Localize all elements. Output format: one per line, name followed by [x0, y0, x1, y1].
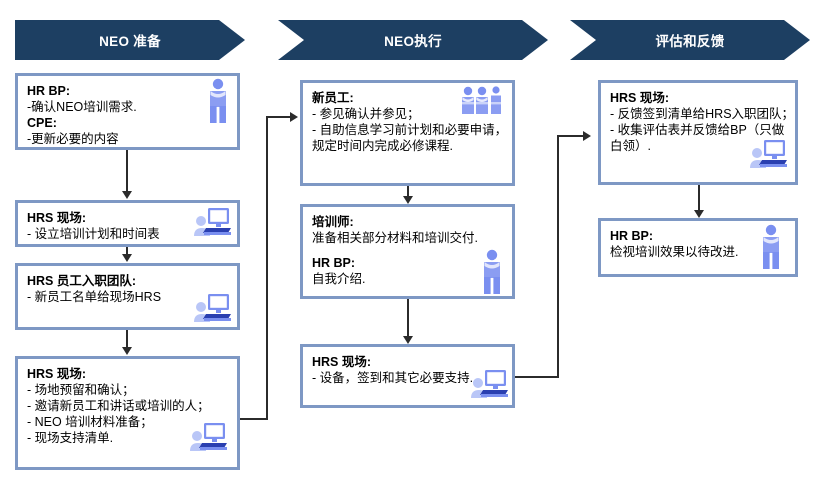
phase-banner-feedback-label: 评估和反馈	[655, 34, 725, 49]
prep-4-line-3: - NEO 培训材料准备；	[27, 415, 153, 429]
prep-4-line-0: HRS 现场:	[27, 367, 87, 381]
connector-prep2-to-prep3-arrowhead	[122, 254, 132, 262]
prep-4-line-4: - 现场支持清单.	[27, 431, 114, 445]
fb-1-line-2: - 收集评估表并反馈给BP（只做	[610, 123, 785, 137]
fb-1-line-3: 白领）.	[610, 139, 651, 153]
connector-prep4-to-exec1-h1	[240, 418, 268, 420]
prep-2-line-0: HRS 现场:	[27, 211, 87, 225]
exec-2-line-1: 准备相关部分材料和培训交付.	[312, 231, 478, 245]
connector-exec3-to-fb1-arrowhead	[583, 131, 591, 141]
exec-3-line-1: - 设备，签到和其它必要支持.	[312, 371, 474, 385]
connector-exec2-to-exec3	[407, 299, 409, 337]
prep-4-line-2: - 邀请新员工和讲话或培训的人；	[27, 399, 210, 413]
process-box-exec-3[interactable]: HRS 现场: - 设备，签到和其它必要支持.	[300, 344, 515, 408]
exec-2-spacer	[312, 246, 503, 255]
connector-exec1-to-exec2	[407, 186, 409, 197]
exec-2-line-3: HR BP:	[312, 256, 356, 270]
connector-prep1-to-prep2-arrowhead	[122, 191, 132, 199]
connector-exec1-to-exec2-arrowhead	[403, 196, 413, 204]
exec-1-line-3: 规定时间内完成必修课程.	[312, 139, 453, 153]
connector-prep1-to-prep2	[126, 150, 128, 192]
process-box-exec-1[interactable]: 新员工: - 参见确认并参见； - 自助信息学习前计划和必要申请， 规定时间内完…	[300, 80, 515, 186]
exec-1-line-1: - 参见确认并参见；	[312, 107, 420, 121]
prep-3-line-1: - 新员工名单给现场HRS	[27, 290, 162, 304]
prep-1-line-0: HR BP:	[27, 84, 71, 98]
connector-exec3-to-fb1-v	[557, 135, 559, 377]
prep-1-line-2: CPE:	[27, 116, 57, 130]
phase-banner-prep-label: NEO 准备	[99, 34, 161, 49]
phase-banner-prep[interactable]: NEO 准备	[15, 20, 245, 60]
process-box-prep-2[interactable]: HRS 现场: - 设立培训计划和时间表	[15, 200, 240, 247]
connector-fb1-to-fb2	[698, 185, 700, 211]
connector-exec3-to-fb1-h2	[557, 135, 584, 137]
connector-exec2-to-exec3-arrowhead	[403, 336, 413, 344]
connector-prep3-to-prep4-arrowhead	[122, 347, 132, 355]
prep-1-line-3: -更新必要的内容	[27, 132, 119, 146]
connector-fb1-to-fb2-arrowhead	[694, 210, 704, 218]
fb-2-line-0: HR BP:	[610, 229, 654, 243]
process-box-exec-2[interactable]: 培训师: 准备相关部分材料和培训交付. HR BP: 自我介绍.	[300, 204, 515, 299]
exec-1-line-0: 新员工:	[312, 91, 354, 105]
process-box-prep-3[interactable]: HRS 员工入职团队: - 新员工名单给现场HRS	[15, 263, 240, 330]
exec-2-line-4: 自我介绍.	[312, 272, 366, 286]
connector-prep3-to-prep4	[126, 330, 128, 348]
connector-prep4-to-exec1-v	[266, 116, 268, 419]
fb-1-line-0: HRS 现场:	[610, 91, 670, 105]
phase-banner-feedback[interactable]: 评估和反馈	[570, 20, 810, 60]
exec-3-line-0: HRS 现场:	[312, 355, 372, 369]
process-box-fb-2[interactable]: HR BP: 检视培训效果以待改进.	[598, 218, 798, 277]
exec-1-line-2: - 自助信息学习前计划和必要申请，	[312, 123, 508, 137]
connector-prep4-to-exec1-arrowhead	[290, 112, 298, 122]
prep-2-line-1: - 设立培训计划和时间表	[27, 227, 160, 241]
prep-3-line-0: HRS 员工入职团队:	[27, 274, 137, 288]
prep-4-line-1: - 场地预留和确认；	[27, 383, 135, 397]
process-box-prep-1[interactable]: HR BP: -确认NEO培训需求. CPE: -更新必要的内容	[15, 73, 240, 150]
exec-2-line-0: 培训师:	[312, 215, 354, 229]
phase-banner-execution-label: NEO执行	[384, 34, 442, 49]
phase-banner-execution[interactable]: NEO执行	[278, 20, 548, 60]
fb-2-line-1: 检视培训效果以待改进.	[610, 245, 739, 259]
prep-1-line-1: -确认NEO培训需求.	[27, 100, 137, 114]
connector-prep2-to-prep3	[126, 247, 128, 255]
connector-exec3-to-fb1-h1	[515, 376, 559, 378]
process-box-prep-4[interactable]: HRS 现场: - 场地预留和确认； - 邀请新员工和讲话或培训的人； - NE…	[15, 356, 240, 470]
fb-1-line-1: - 反馈签到清单给HRS入职团队；	[610, 107, 795, 121]
connector-prep4-to-exec1-h2	[266, 116, 291, 118]
process-box-fb-1[interactable]: HRS 现场: - 反馈签到清单给HRS入职团队； - 收集评估表并反馈给BP（…	[598, 80, 798, 185]
